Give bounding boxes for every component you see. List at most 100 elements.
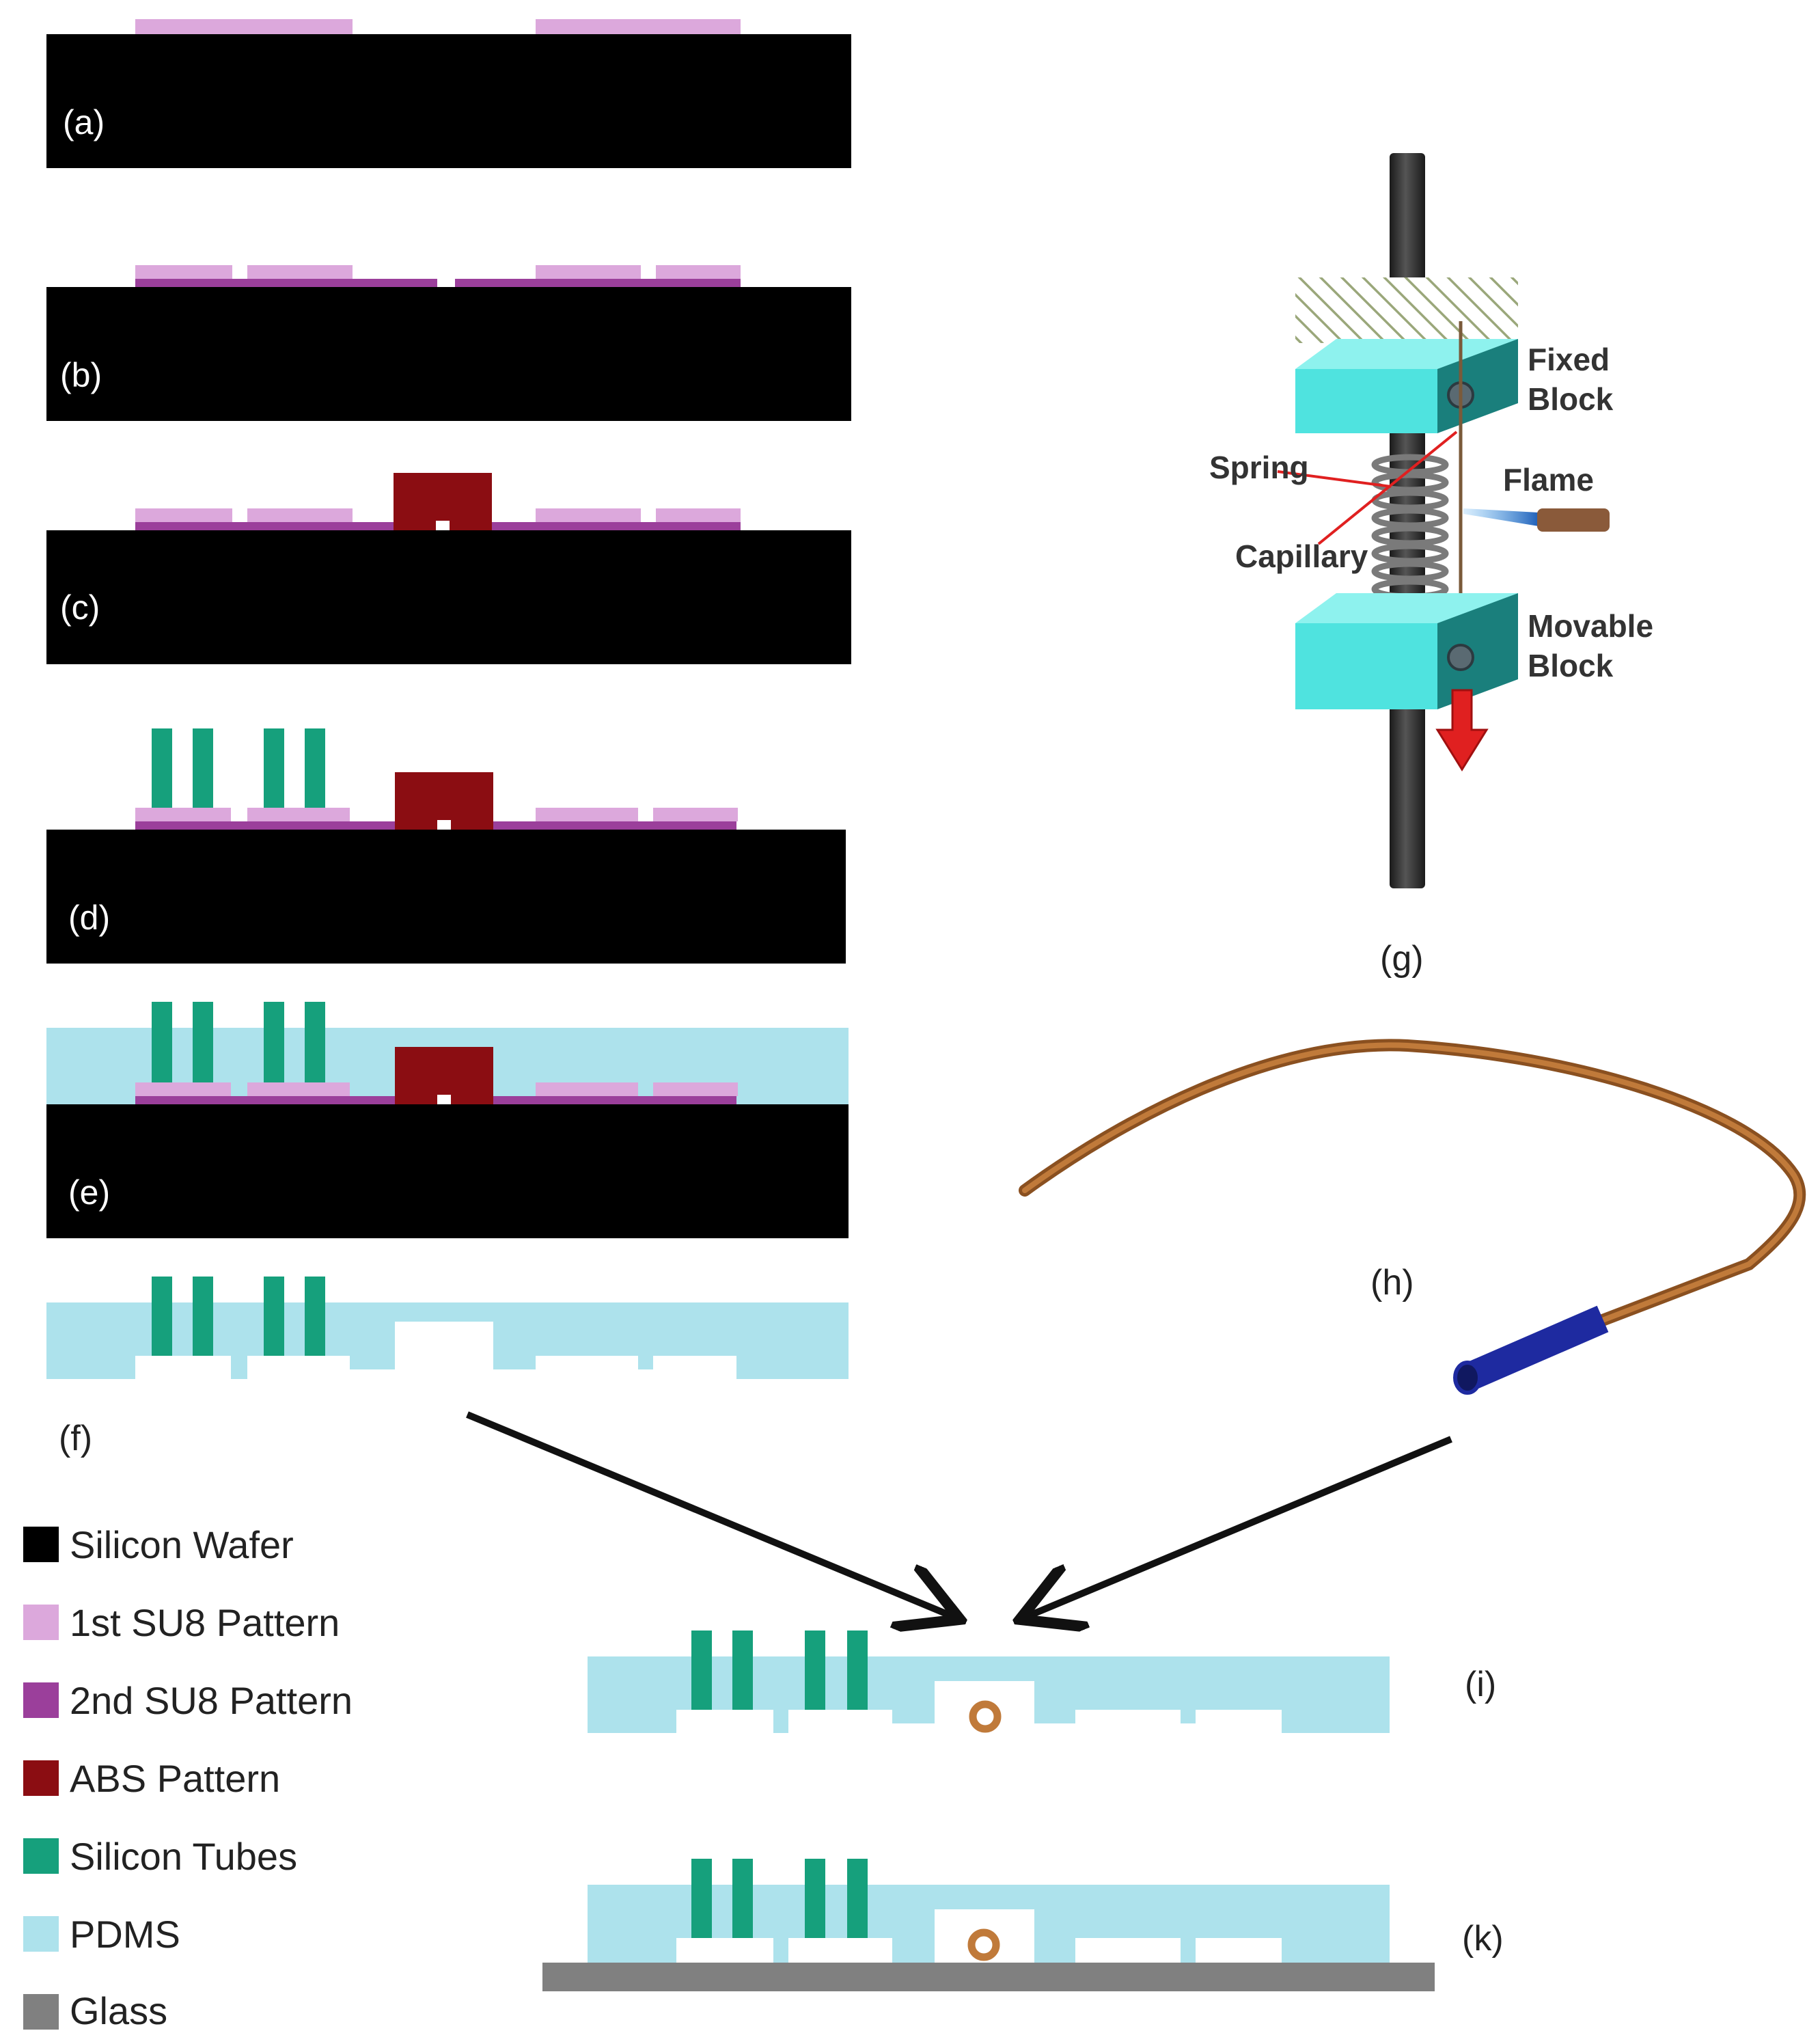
panel-c-wafer [46,530,851,664]
panel-c-su8-2 [247,508,353,522]
fixed-block-label-2: Block [1528,381,1614,417]
panel-i-tube [847,1631,868,1710]
movable-block-bolt [1447,644,1474,671]
panel-d-tube [152,728,172,808]
hatched-mount [1295,277,1518,343]
movable-block-label: Movable [1528,608,1653,644]
pulled-capillary-highlight [1022,1042,1803,1327]
panel-i-capillary-cross-section [969,1700,1002,1733]
fixed-block-label: Fixed [1528,342,1610,377]
panel-f-label: (f) [59,1419,92,1458]
panel-d-tube [305,728,325,808]
panel-e-tube [152,1002,172,1082]
panel-b-wafer [46,287,851,421]
panel-b-su8-1 [135,265,232,279]
panel-e-wafer [46,1104,849,1238]
movable-block-side [1437,593,1518,709]
panel-d-su8-4 [653,808,738,821]
panel-e-su8-2 [247,1082,350,1096]
panel-d-tube [193,728,213,808]
panel-d: (d) [46,728,846,964]
panel-k-tube [691,1859,712,1938]
panel-d-abs-notch [437,820,451,830]
panel-a-label: (a) [63,103,105,141]
panel-a-wafer [46,34,851,168]
panel-f-tube [305,1277,325,1356]
panel-k: (k) [542,1859,1504,1991]
panel-d-tube [264,728,284,808]
legend-swatch-glass [23,1994,59,2030]
legend-label-glass: Glass [70,1989,167,2030]
panel-a-su8-1 [135,19,353,34]
panel-i-pdms [588,1656,1390,1733]
panel-e-su8-3 [536,1082,638,1096]
legend-label-su8-first: 1st SU8 Pattern [70,1601,340,1644]
legend-label-su8-second: 2nd SU8 Pattern [70,1679,353,1722]
panel-e: (e) [46,1002,849,1238]
panel-a: (a) [46,19,851,168]
panel-c-su8-4 [656,508,741,522]
legend-swatch-su8-first [23,1605,59,1640]
panel-b-label: (b) [60,356,102,394]
spring [1371,454,1449,600]
panel-e-label: (e) [68,1173,110,1212]
puller-rod [1390,153,1425,888]
panel-e-tube [305,1002,325,1082]
panel-g-puller: Fixed Block Spring Flame Capillary Movab… [1209,153,1653,979]
pull-down-arrow-icon [1435,689,1489,772]
panel-i-tube [805,1631,825,1710]
panel-f-tube [264,1277,284,1356]
panel-b: (b) [46,265,851,421]
panel-e-su8-1 [135,1082,231,1096]
fixed-block-front [1295,369,1437,433]
panel-e-tube [193,1002,213,1082]
flame-torch [1537,508,1610,532]
legend-swatch-silicon-tubes [23,1838,59,1874]
panel-c-label: (c) [60,588,100,627]
panel-f-tube [193,1277,213,1356]
panel-f: (f) [46,1277,849,1458]
spring-pointer [1277,470,1392,488]
panel-e-tube [264,1002,284,1082]
panel-d-su8-2 [247,808,350,821]
panel-f-pdms [46,1302,849,1379]
panel-k-glass [542,1963,1435,1991]
panel-k-tube [805,1859,825,1938]
movable-block-label-2: Block [1528,648,1614,683]
panel-e-abs-notch [437,1095,451,1104]
panel-d-wafer [46,830,846,964]
legend-label-silicon-tubes: Silicon Tubes [70,1835,297,1878]
fixed-block-side [1437,339,1518,433]
panel-d-su8-1 [135,808,231,821]
panel-k-capillary-cross-section [967,1928,1000,1961]
legend-swatch-su8-second [23,1682,59,1718]
panel-b-gap [437,277,455,287]
legend-label-abs: ABS Pattern [70,1757,280,1800]
panel-k-label: (k) [1462,1919,1504,1959]
spring-label: Spring [1209,450,1309,485]
legend-swatch-silicon-wafer [23,1527,59,1562]
panel-b-su8-3 [536,265,641,279]
panel-k-pdms [588,1885,1390,1963]
flame-label: Flame [1503,462,1594,497]
panel-g-label: (g) [1380,939,1424,979]
legend-label-pdms: PDMS [70,1913,180,1956]
panel-i-tube [732,1631,753,1710]
capillary-pointer [1317,431,1458,545]
panel-f-tube [152,1277,172,1356]
legend: Silicon Wafer 1st SU8 Pattern 2nd SU8 Pa… [23,1523,353,2032]
capillary-label: Capillary [1235,538,1368,574]
legend-label-silicon-wafer: Silicon Wafer [70,1523,294,1566]
panel-h-capillary: (h) [1019,1039,1806,1395]
legend-swatch-abs [23,1760,59,1796]
panel-b-su8-2 [247,265,353,279]
arrow-h-to-i [1026,1436,1452,1617]
panel-h-label: (h) [1370,1263,1414,1302]
panel-e-su8-4 [653,1082,738,1096]
panel-k-tube [732,1859,753,1938]
panel-c: (c) [46,473,851,664]
capillary-sleeve [1461,1305,1609,1391]
capillary-sleeve-end [1453,1361,1482,1395]
